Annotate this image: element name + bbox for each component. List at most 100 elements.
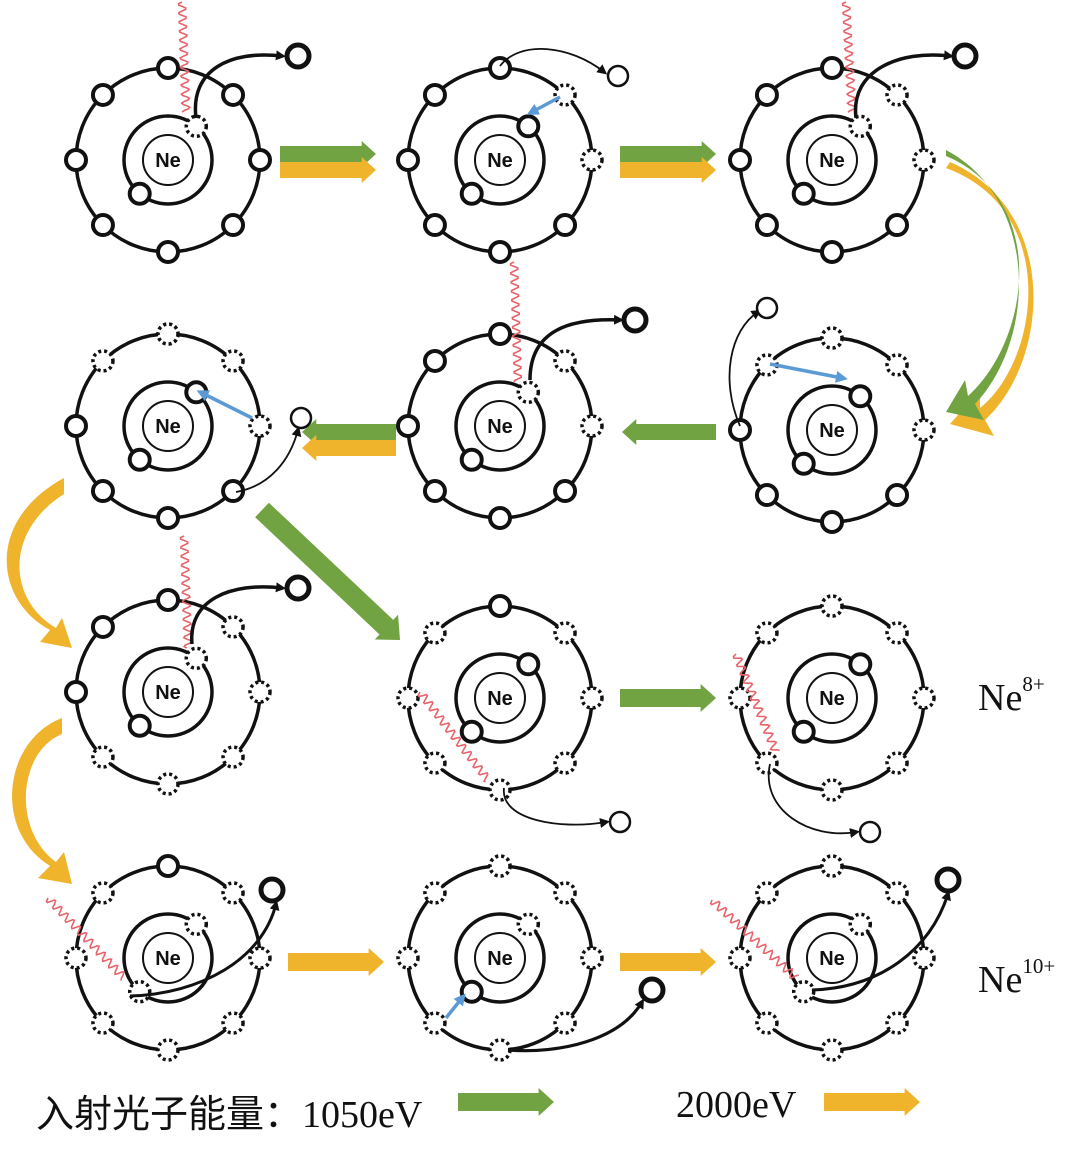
legend-green-value: 1050eV [302,1094,423,1136]
outer-electron-vacancy [580,148,604,172]
arrow-orange-11-12 [620,948,716,976]
nucleus-label: Ne [487,948,513,970]
outer-electron [422,82,447,107]
atom-1 [64,56,272,264]
inner-electron [459,979,484,1004]
outer-electron-vacancy [248,946,272,970]
legend-label: 入射光子能量：1050eV [36,1083,422,1138]
outer-electron [64,414,88,438]
outer-electron-vacancy [553,621,577,645]
inner-electron [516,114,541,139]
inner-electron [127,713,152,738]
nucleus [474,134,526,186]
atom-7 [64,588,272,796]
inner-electron [791,181,816,206]
outer-electron [248,148,272,172]
outer-electron-vacancy [553,881,577,905]
outer-electron [820,56,844,80]
charge-label-ne10-sup: 10+ [1022,954,1056,978]
outer-electron [221,213,246,238]
outer-electron-vacancy [912,686,936,710]
atom-8 [396,594,604,802]
outer-electron-vacancy [91,1011,115,1035]
inner-shell [122,912,214,1004]
transition-6 [769,362,848,383]
outer-electron-vacancy [91,349,115,373]
outer-electron-vacancy [64,946,88,970]
ejected-electron-5 [621,306,649,334]
nucleus-4: Ne [142,400,194,452]
outer-electron-vacancy [553,751,577,775]
outer-electron-vacancy [553,349,577,373]
atom-10 [64,854,272,1062]
legend-orange-value: 2000eV [676,1084,797,1126]
nucleus-label: Ne [155,682,181,704]
outer-electron-vacancy [553,83,577,107]
outer-electron [156,506,180,530]
ejection-path-6 [728,309,762,427]
atom-2 [396,56,604,264]
ejected-electron-10 [258,876,286,904]
outer-electron-vacancy [580,414,604,438]
outer-electron [488,594,512,618]
inner-electron-vacancy [516,380,541,405]
outer-electron [90,213,115,238]
nucleus-1: Ne [142,134,194,186]
ejection-path-3 [853,50,954,119]
outer-electron [90,614,115,639]
outer-electron-vacancy [820,1038,844,1062]
nucleus [474,932,526,984]
charge-label-ne8-base: Ne [978,677,1023,719]
outer-electron [820,510,844,534]
outer-electron-vacancy [423,881,447,905]
nucleus [806,932,858,984]
photon-9 [732,653,780,752]
arrow-green-4-8 [255,502,400,640]
ejection-path-1 [193,50,286,119]
outer-electron [90,479,115,504]
inner-electron-vacancy [516,912,541,937]
atom-6 [728,326,936,534]
outer-electron [885,483,910,508]
inner-electron [127,181,152,206]
atom-9 [728,594,936,802]
outer-electron [90,82,115,107]
outer-electron [754,483,779,508]
outer-electron [553,479,578,504]
inner-electron [127,447,152,472]
inner-electron [848,652,873,677]
outer-electron-vacancy [820,778,844,802]
inner-electron [791,719,816,744]
outer-electron [396,148,420,172]
arrow-orange-1-2 [280,157,376,183]
photon-3 [841,1,857,113]
inner-shell [454,114,546,206]
ejected-electron-2 [606,64,630,88]
outer-electron-vacancy [728,946,752,970]
legend-orange-arrow [824,1088,920,1116]
outer-electron [422,213,447,238]
charge-label-ne10-base: Ne [978,959,1023,1001]
nucleus-label: Ne [487,416,513,438]
outer-electron-vacancy [221,615,245,639]
inner-electron [516,652,541,677]
ejected-electron-7 [284,574,312,602]
inner-shell [786,384,878,476]
ejection-path-5 [528,314,624,381]
inner-shell [454,912,546,1004]
nucleus-label: Ne [819,688,845,710]
inner-shell [454,380,546,472]
outer-electron-vacancy [885,83,909,107]
ejection-path-8 [503,787,610,828]
outer-electron [396,414,420,438]
outer-electron-vacancy [885,621,909,645]
outer-electron-vacancy [580,946,604,970]
curved-orange-row1-row2 [946,162,1034,436]
outer-electron [156,56,180,80]
outer-electron-vacancy [885,881,909,905]
charge-label-ne8: Ne8+ [978,672,1045,720]
inner-electron-vacancy [184,912,209,937]
ejected-electron-9 [858,820,882,844]
nucleus [474,400,526,452]
inner-electron-vacancy [184,114,209,139]
